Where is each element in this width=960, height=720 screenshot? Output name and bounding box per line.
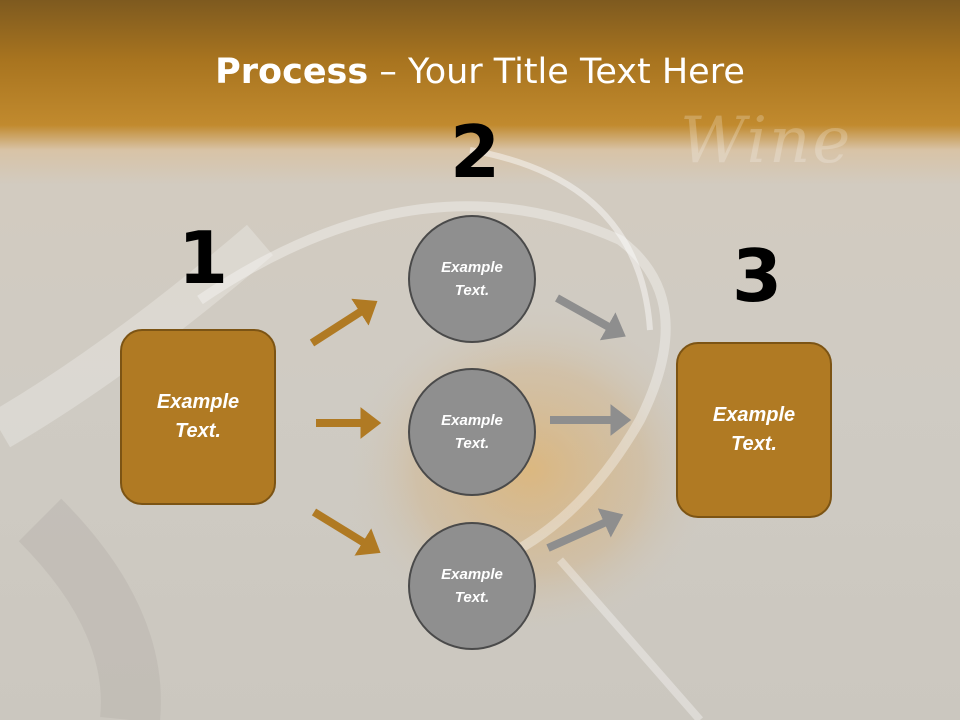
step-number-2: 2 — [450, 110, 501, 194]
step-number-1: 1 — [178, 216, 229, 300]
arrow-to-circle-top — [309, 298, 378, 347]
process-box-left[interactable]: Example Text. — [120, 329, 276, 505]
process-circle-middle-label: Example Text. — [441, 412, 503, 452]
wine-watermark: Wine — [680, 104, 853, 178]
arrow-from-circle-bottom — [546, 508, 624, 552]
process-circle-top[interactable]: Example Text. — [408, 215, 536, 343]
process-circle-top-label: Example Text. — [441, 259, 503, 299]
process-circle-bottom-label: Example Text. — [441, 566, 503, 606]
process-box-left-label: Example Text. — [156, 391, 240, 442]
process-box-right[interactable]: Example Text. — [676, 342, 832, 518]
process-circle-middle[interactable]: Example Text. — [408, 368, 536, 496]
arrow-from-circle-top — [555, 294, 626, 341]
step-number-3: 3 — [732, 234, 783, 318]
title-rest: – Your Title Text Here — [368, 52, 745, 92]
arrow-to-circle-bottom — [311, 508, 381, 556]
slide-title: Process – Your Title Text Here — [0, 52, 960, 92]
process-circle-bottom[interactable]: Example Text. — [408, 522, 536, 650]
process-box-right-label: Example Text. — [712, 404, 796, 455]
title-bold: Process — [215, 52, 369, 92]
